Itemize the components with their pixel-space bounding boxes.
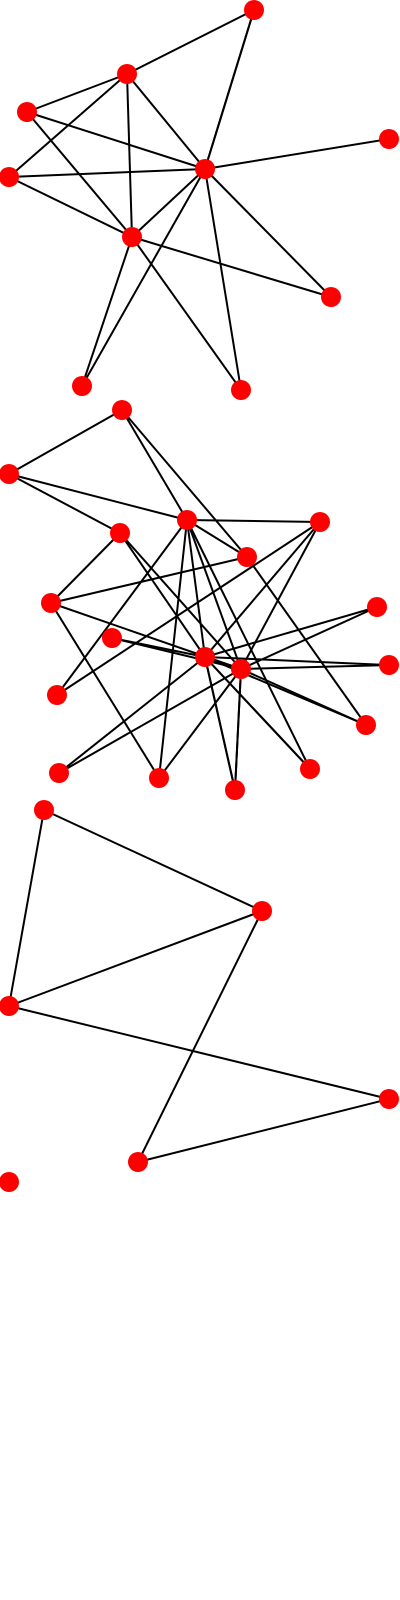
graph-edge bbox=[204, 168, 332, 298]
graph-edge bbox=[119, 532, 206, 658]
graph-edge bbox=[126, 73, 133, 238]
graph-edge bbox=[204, 521, 321, 658]
graph-edge bbox=[8, 176, 133, 238]
graph-edge bbox=[158, 668, 242, 779]
graph-node bbox=[0, 167, 19, 187]
graph-edge bbox=[131, 236, 332, 298]
graph-node bbox=[128, 1152, 148, 1172]
graph-edge bbox=[131, 236, 242, 391]
component-2-nodes bbox=[0, 400, 399, 800]
graph-edge bbox=[204, 656, 311, 770]
graph-edge bbox=[121, 409, 248, 558]
graph-edge bbox=[119, 532, 242, 670]
component-3-edges bbox=[8, 809, 390, 1163]
graph-edge bbox=[186, 519, 321, 523]
component-4-nodes bbox=[0, 1172, 19, 1192]
graph-node bbox=[102, 628, 122, 648]
graph-node bbox=[237, 547, 257, 567]
graph-edge bbox=[58, 656, 206, 774]
graph-edge bbox=[8, 1005, 390, 1100]
graph-node bbox=[321, 287, 341, 307]
graph-edge bbox=[186, 519, 311, 770]
graph-edge bbox=[204, 168, 242, 391]
graph-node bbox=[34, 800, 54, 820]
graph-edge bbox=[126, 73, 206, 170]
graph-node bbox=[0, 1172, 19, 1192]
graph-node bbox=[47, 685, 67, 705]
graph-edge bbox=[26, 73, 128, 113]
graph-edge bbox=[204, 9, 255, 170]
graph-edge bbox=[26, 111, 206, 170]
graph-edge bbox=[8, 409, 123, 475]
graph-edge bbox=[186, 519, 206, 658]
graph-edge bbox=[8, 910, 263, 1007]
graph-node bbox=[177, 510, 197, 530]
graph-node bbox=[252, 901, 272, 921]
graph-node bbox=[231, 380, 251, 400]
graph-edge bbox=[186, 519, 248, 558]
graph-node bbox=[72, 376, 92, 396]
graph-node bbox=[356, 715, 376, 735]
graph-node bbox=[122, 227, 142, 247]
graph-edge bbox=[240, 664, 390, 670]
graph-node bbox=[149, 768, 169, 788]
graph-edge bbox=[43, 809, 263, 912]
graph-node bbox=[379, 655, 399, 675]
graph-node bbox=[244, 0, 264, 20]
graph-edge bbox=[246, 556, 367, 726]
graph-node bbox=[117, 64, 137, 84]
graph-edge bbox=[137, 910, 263, 1163]
graph-node bbox=[231, 659, 251, 679]
graph-node bbox=[110, 523, 130, 543]
graph-node bbox=[379, 1089, 399, 1109]
graph-edge bbox=[158, 519, 188, 779]
graph-node bbox=[379, 129, 399, 149]
graph-edge bbox=[240, 521, 321, 670]
graph-node bbox=[225, 780, 245, 800]
graph-edge bbox=[204, 656, 390, 666]
graph-node bbox=[367, 597, 387, 617]
graph-edge bbox=[234, 668, 242, 791]
graph-node bbox=[0, 464, 19, 484]
graph-edge bbox=[121, 409, 188, 521]
graph-node bbox=[195, 647, 215, 667]
component-1-edges bbox=[8, 9, 390, 391]
graph-node bbox=[112, 400, 132, 420]
graph-edge bbox=[8, 473, 121, 534]
graph-edge bbox=[126, 9, 255, 75]
component-3-nodes bbox=[0, 800, 399, 1172]
graph-edge bbox=[240, 668, 367, 726]
graph-edge bbox=[50, 602, 160, 779]
graph-edge bbox=[204, 656, 236, 791]
graph-edge bbox=[58, 668, 242, 774]
node-layer bbox=[0, 0, 399, 1192]
graph-node bbox=[0, 996, 19, 1016]
graph-edge bbox=[50, 556, 248, 604]
graph-node bbox=[300, 759, 320, 779]
component-2-edges bbox=[8, 409, 390, 791]
graph-node bbox=[17, 102, 37, 122]
graph-edge bbox=[50, 532, 121, 604]
component-1-nodes bbox=[0, 0, 399, 400]
graph-edge bbox=[131, 168, 206, 238]
graph-edge bbox=[81, 168, 206, 387]
graph-edge bbox=[81, 236, 133, 387]
graph-edge bbox=[204, 138, 390, 170]
graph-edge bbox=[8, 168, 206, 178]
edge-layer bbox=[8, 9, 390, 1163]
graph-edge bbox=[137, 1098, 390, 1163]
graph-node bbox=[41, 593, 61, 613]
graph-node bbox=[310, 512, 330, 532]
graph-edge bbox=[56, 519, 188, 696]
graph-edge bbox=[186, 519, 242, 670]
graph-edge bbox=[8, 473, 188, 521]
graph-edge bbox=[8, 809, 45, 1007]
graph-node bbox=[49, 763, 69, 783]
graph-node bbox=[195, 159, 215, 179]
